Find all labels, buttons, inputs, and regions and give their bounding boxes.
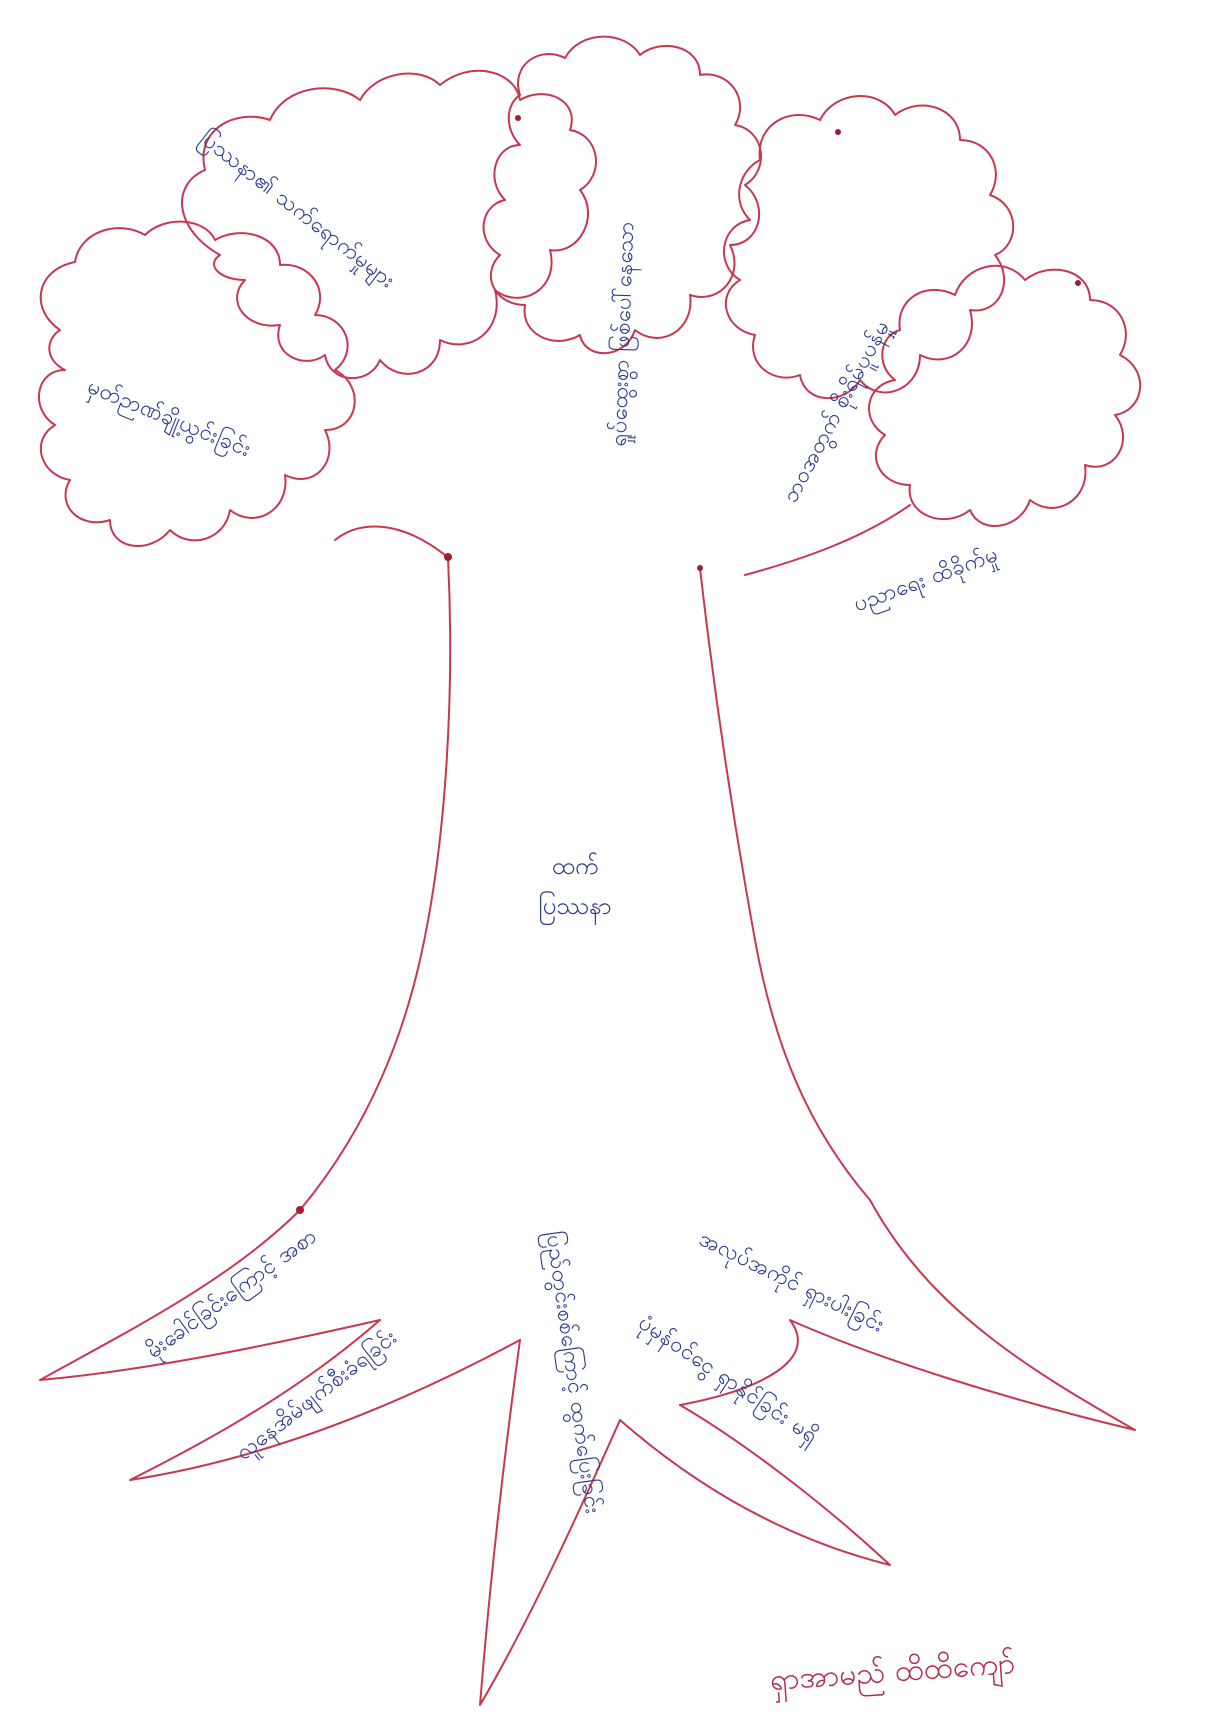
junction-dot	[444, 553, 452, 561]
junction-dot	[697, 565, 703, 571]
crown-base-right	[744, 504, 911, 576]
root-far-right	[679, 1199, 1136, 1431]
crown-cloud-middle	[482, 35, 762, 355]
junction-dot	[1075, 280, 1081, 286]
root-far-left	[39, 1209, 381, 1381]
crown-cloud-right	[723, 95, 1015, 400]
trunk-left-edge	[299, 557, 452, 1211]
junction-dot	[835, 129, 841, 135]
root-middle	[479, 1339, 621, 1706]
root-right	[619, 1404, 891, 1566]
crown-cloud-left	[38, 220, 356, 547]
junction-dot	[515, 115, 521, 121]
crown-cloud-upper-left	[181, 69, 597, 380]
crown-cloud-far-right	[868, 264, 1142, 527]
crown-base-left	[334, 525, 446, 556]
trunk-label-line-1: ပြဿနာ	[538, 892, 612, 920]
junction-dot	[296, 1206, 304, 1214]
trunk-label-line-2: ထက်	[551, 852, 599, 880]
trunk-right-edge	[699, 567, 871, 1201]
root-left	[129, 1319, 521, 1481]
trunk-label: ထက် ပြဿနာ	[515, 850, 635, 926]
